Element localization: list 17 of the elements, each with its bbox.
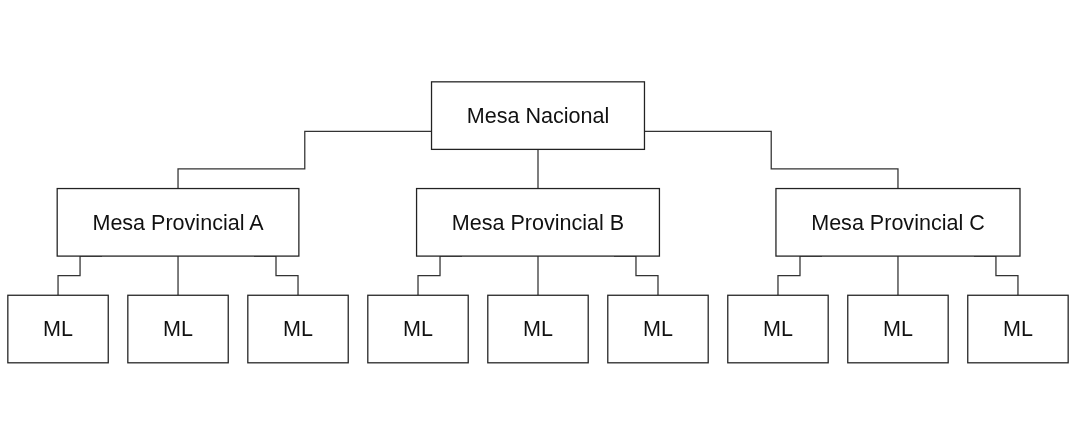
node-box: Mesa Provincial C	[775, 188, 1021, 257]
connector	[897, 255, 899, 297]
node-box: ML	[607, 294, 709, 364]
connector	[177, 255, 179, 297]
node-box: ML	[247, 294, 349, 364]
node-box: ML	[367, 294, 469, 364]
node-box: ML	[727, 294, 829, 364]
node-box: ML	[487, 294, 589, 364]
node-box: Mesa Provincial A	[56, 188, 300, 257]
node-box: Mesa Nacional	[430, 81, 646, 151]
node-box: ML	[847, 294, 949, 364]
node-box: ML	[127, 294, 229, 364]
node-box: ML	[7, 294, 109, 364]
connector	[537, 255, 539, 297]
connector	[537, 148, 539, 190]
node-box: Mesa Provincial B	[415, 188, 661, 257]
node-box: ML	[967, 294, 1069, 364]
